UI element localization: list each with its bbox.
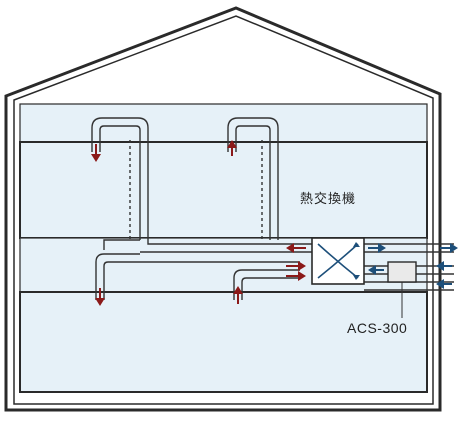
upper-floor-room: [19, 141, 428, 239]
supply-up-arrow-icon: [233, 286, 243, 304]
acs-controller-box: [387, 261, 417, 283]
floor-slab: [19, 237, 428, 293]
exhaust-right-arrow-icon: [440, 243, 458, 253]
duct-lower-right: [233, 269, 300, 300]
duct-lower-left: [95, 253, 140, 300]
duct-upper-right-inner: [235, 125, 271, 240]
supply-up-arrow-icon: [227, 140, 237, 156]
duct-upper-right: [227, 117, 279, 240]
acs-controller-label: ACS-300: [347, 320, 408, 336]
lower-floor-room: [19, 291, 428, 393]
intake-left-arrow-icon: [436, 261, 452, 271]
supply-right-arrow-icon: [286, 271, 306, 281]
outside-airflow-arrows: [368, 243, 458, 289]
house-inner-outline: [13, 15, 434, 405]
supply-right-arrow-icon: [286, 261, 306, 271]
duct-upper-left: [91, 117, 149, 240]
supply-down-arrow-icon: [91, 144, 101, 162]
heat-exchanger-unit: [311, 237, 365, 285]
heat-exchanger-label: 熱交換機: [300, 191, 357, 206]
duct-upper-left-inner: [99, 125, 141, 240]
supply-airflow-arrows: [91, 140, 306, 306]
intake-left-arrow-icon: [368, 265, 384, 275]
intake-left-arrow-icon: [436, 279, 452, 289]
attic-space: [19, 103, 428, 143]
return-left-arrow-icon: [286, 243, 306, 253]
supply-down-arrow-icon: [95, 288, 105, 306]
exhaust-right-arrow-icon: [368, 243, 386, 253]
